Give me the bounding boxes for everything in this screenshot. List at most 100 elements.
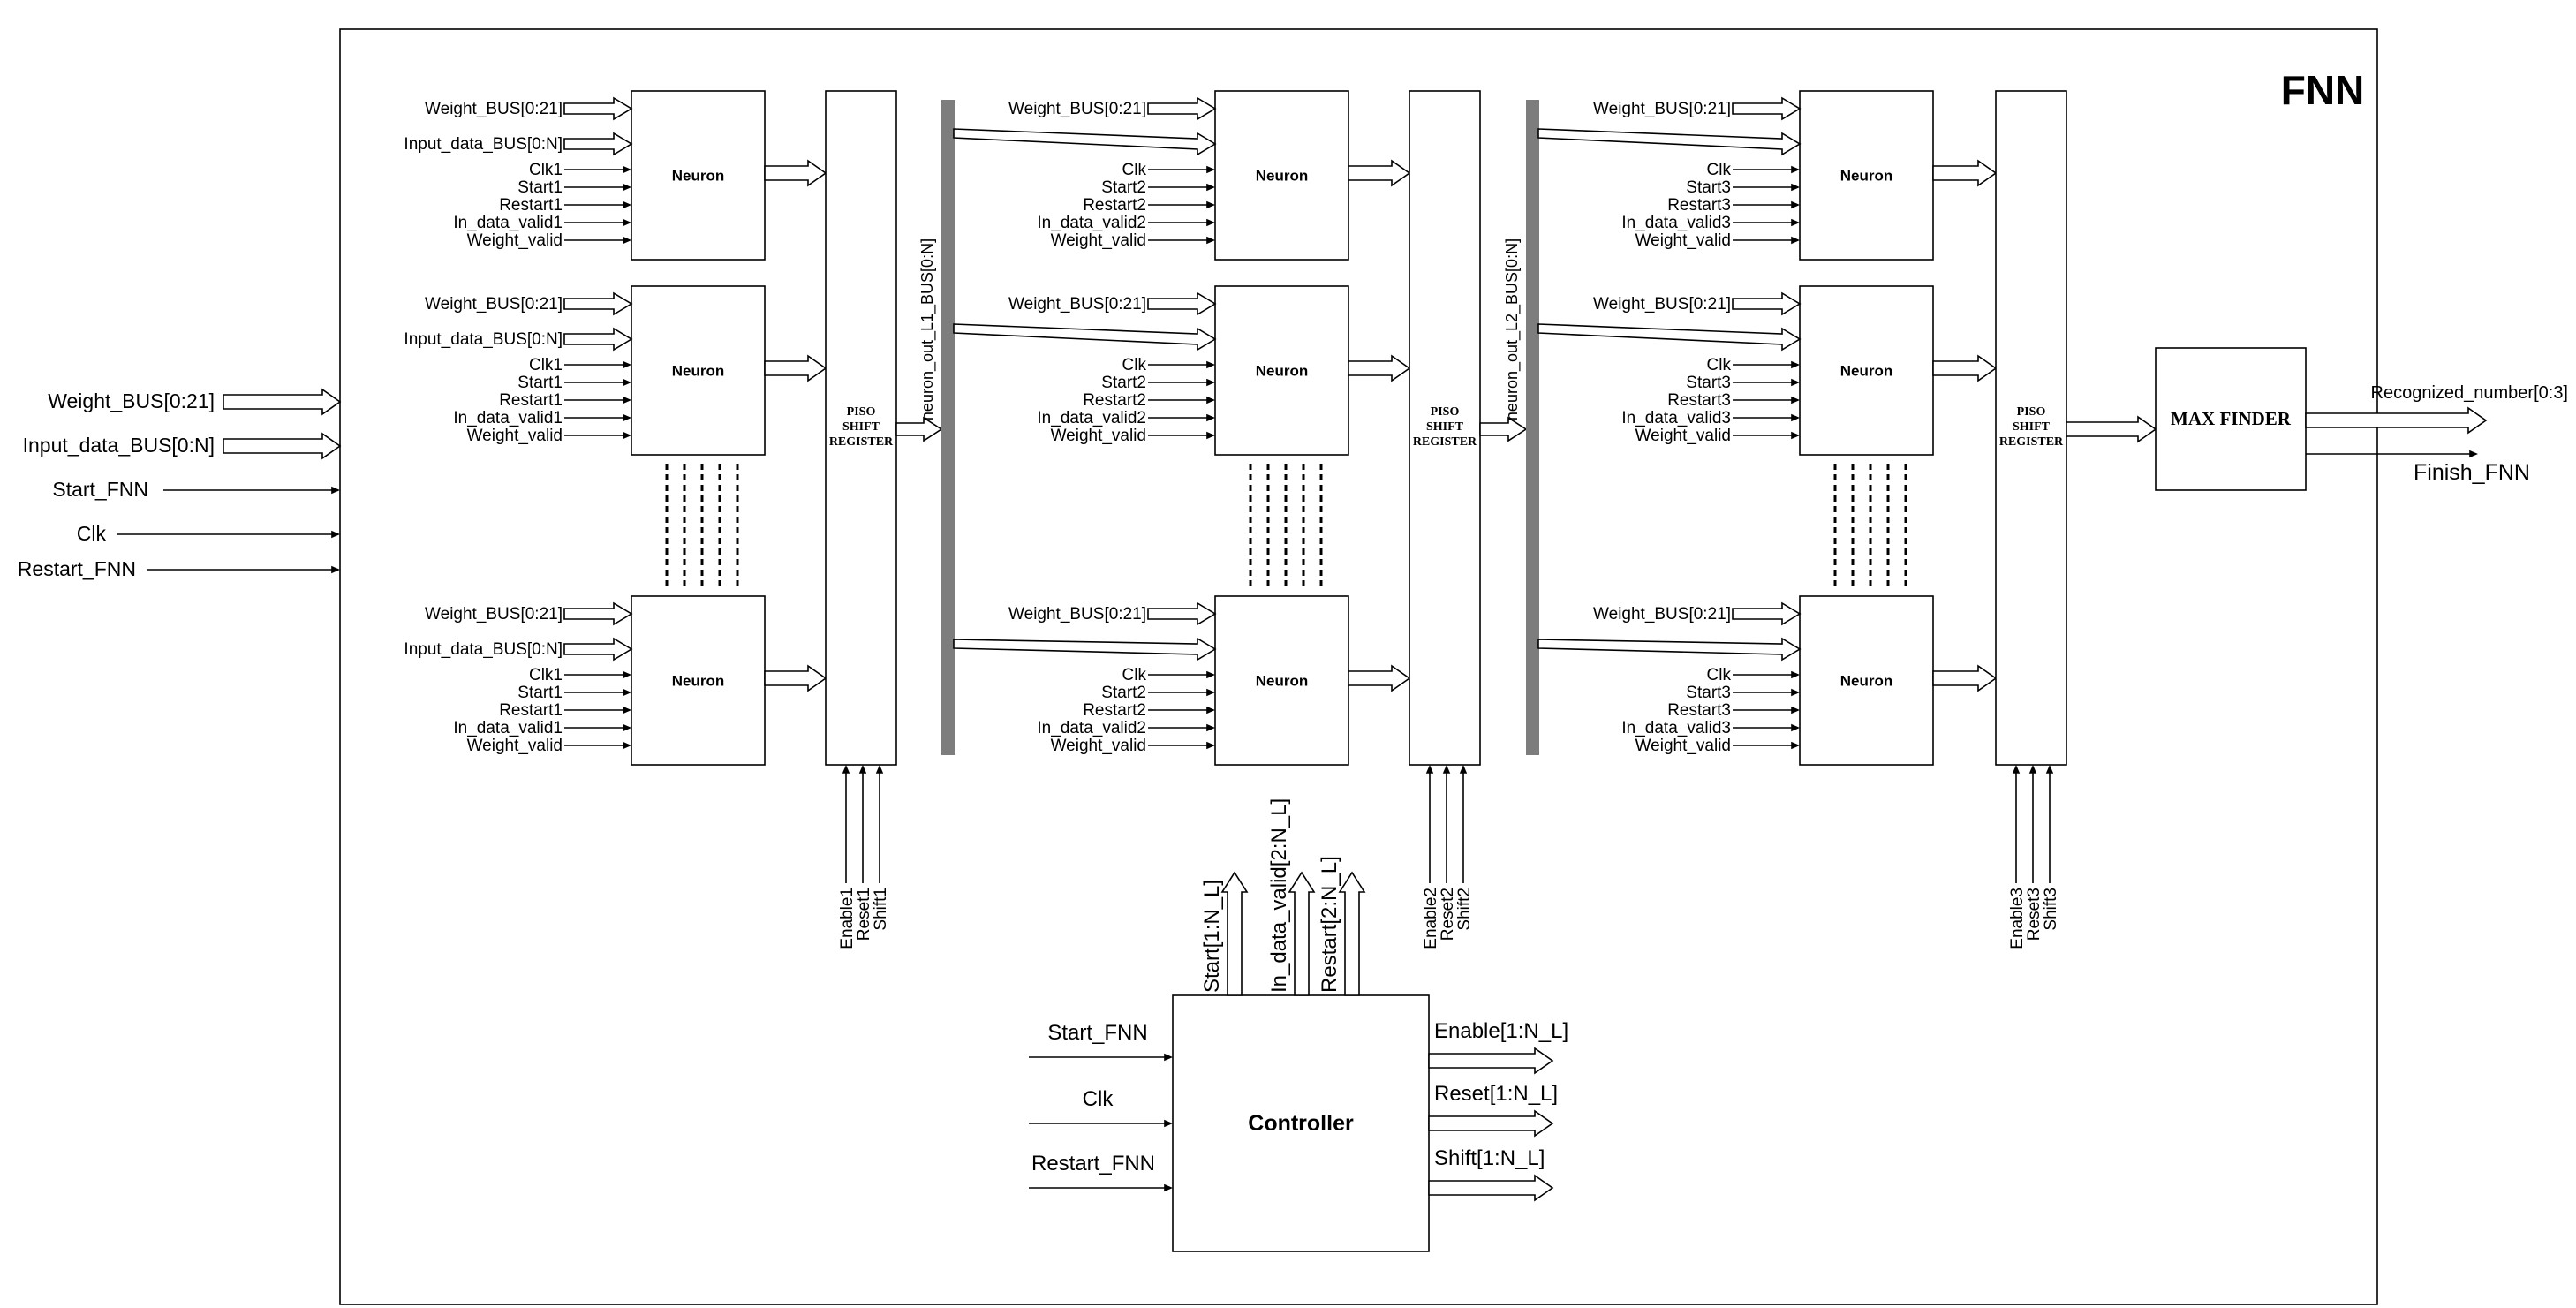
layer3-neuron2-input4-arrow-head xyxy=(1791,396,1800,404)
layer2-neuron2-input4-label: Restart2 xyxy=(1083,391,1146,410)
layer1-piso-control-2-label: Reset1 xyxy=(855,888,873,941)
controller-top-output-2-label: In_data_valid[2:N_L] xyxy=(1267,798,1291,993)
layer1-neuron1-input5-arrow-head xyxy=(623,218,631,227)
layer2-neuron3-input5-arrow-head xyxy=(1206,723,1215,732)
controller-input-1-arrow-head xyxy=(1164,1053,1173,1062)
finish-fnn-arrow-head xyxy=(2469,450,2478,458)
layer1-neuron2-input6-arrow-head xyxy=(623,431,631,440)
layer1-neuron1-input-data-label: Input_data_BUS[0:N] xyxy=(404,135,563,154)
layer3-neuron2-input5-arrow-head xyxy=(1791,413,1800,422)
layer3-neuron3-input4-label: Restart3 xyxy=(1667,701,1731,720)
layer1-neuron1-input3-label: Start1 xyxy=(517,178,563,197)
controller-top-output-3-label: Restart[2:N_L] xyxy=(1318,856,1341,993)
layer2-neuron2-input3-arrow-head xyxy=(1206,378,1215,387)
layer3-neuron2-weight-bus-arrow xyxy=(1732,291,1802,316)
layer1-neuron2-weight-bus-label: Weight_BUS[0:21] xyxy=(425,295,563,314)
layer3-neuron2-input5-label: In_data_valid3 xyxy=(1621,409,1731,427)
controller-input-2-label: Clk xyxy=(1083,1087,1114,1111)
layer1-piso-control-1-label: Enable1 xyxy=(838,888,857,949)
layer2-neuron1-input5-label: In_data_valid2 xyxy=(1037,214,1146,232)
layer3-neuron2-input6-arrow-head xyxy=(1791,431,1800,440)
controller-right-output-1-arrow xyxy=(1428,1047,1554,1075)
layer2-neuron1-input3-label: Start2 xyxy=(1101,178,1146,197)
layer2-neuron3-input4-arrow-head xyxy=(1206,706,1215,714)
layer1-neuron3-input-data-label: Input_data_BUS[0:N] xyxy=(404,640,563,659)
layer3-neuron1-out-arrow xyxy=(1932,159,1998,187)
layer1-neuron2-box xyxy=(631,285,766,456)
controller-right-output-1-label: Enable[1:N_L] xyxy=(1434,1019,1568,1043)
layer1-neuron2-label: Neuron xyxy=(672,363,725,380)
layer3-neuron2-input2-arrow-head xyxy=(1791,360,1800,369)
layer2-neuron2-input5-arrow-head xyxy=(1206,413,1215,422)
ext-weight-bus-arrow xyxy=(223,388,342,416)
layer3-neuron2-input6-label: Weight_valid xyxy=(1635,427,1731,445)
layer2-output-bus-bar xyxy=(1526,100,1539,755)
layer2-neuron3-label: Neuron xyxy=(1256,673,1309,690)
layer1-neuron1-box xyxy=(631,90,766,261)
layer1-neuron2-input2-label: Clk1 xyxy=(529,356,563,374)
controller-label: Controller xyxy=(1248,1111,1354,1136)
layer2-neuron1-input4-label: Restart2 xyxy=(1083,196,1146,215)
layer3-neuron3-input6-label: Weight_valid xyxy=(1635,737,1731,755)
layer2-neuron2-box xyxy=(1214,285,1349,456)
layer1-neuron2-input3-arrow-head xyxy=(623,378,631,387)
layer3-neuron3-weight-bus-arrow xyxy=(1732,601,1802,626)
layer2-neuron3-input2-label: Clk xyxy=(1122,666,1147,684)
layer1-neuron3-out-arrow xyxy=(764,664,827,692)
layer1-neuron1-weight-bus-label: Weight_BUS[0:21] xyxy=(425,100,563,118)
layer1-neuron3-input2-arrow-head xyxy=(623,670,631,679)
layer2-neuron1-input2-arrow-head xyxy=(1206,165,1215,174)
layer2-neuron3-weight-bus-label: Weight_BUS[0:21] xyxy=(1008,605,1146,624)
layer2-neuron2-weight-bus-arrow xyxy=(1147,291,1217,316)
ext-input-data-bus-label: Input_data_BUS[0:N] xyxy=(23,434,215,457)
layer2-neuron1-weight-bus-label: Weight_BUS[0:21] xyxy=(1008,100,1146,118)
layer3-neuron1-weight-bus-arrow xyxy=(1732,96,1802,121)
layer3-neuron3-out-arrow xyxy=(1932,664,1998,692)
layer1-neuron2-input6-label: Weight_valid xyxy=(467,427,563,445)
layer2-neuron3-out-arrow xyxy=(1348,664,1411,692)
layer3-piso-control-3-label: Shift3 xyxy=(2042,888,2060,931)
controller-input-2-arrow-head xyxy=(1164,1119,1173,1128)
layer3-neuron3-input5-label: In_data_valid3 xyxy=(1621,719,1731,737)
layer1-piso-box xyxy=(825,90,897,766)
layer2-neuron3-input6-arrow-head xyxy=(1206,741,1215,750)
layer3-piso-label-3: REGISTER xyxy=(1999,435,2064,449)
controller-top-output-1-arrow xyxy=(1220,871,1249,996)
ext-clk-arrow-head xyxy=(331,530,340,539)
layer3-piso-control-1-label: Enable3 xyxy=(2008,888,2027,949)
layer1-piso-control-1-arrow-head xyxy=(842,765,850,774)
layer3-neuron3-input3-arrow-head xyxy=(1791,688,1800,697)
layer2-neuron1-weight-bus-arrow xyxy=(1147,96,1217,121)
layer2-neuron2-input2-label: Clk xyxy=(1122,356,1147,374)
layer2-output-bus-label: neuron_out_L2_BUS[0:N] xyxy=(1503,238,1522,420)
layer1-neuron2-input-data-arrow xyxy=(563,327,633,352)
layer2-neuron2-input2-arrow-head xyxy=(1206,360,1215,369)
finish-fnn-label: Finish_FNN xyxy=(2414,460,2530,485)
layer2-neuron1-out-arrow xyxy=(1348,159,1411,187)
layer2-neuron3-input2-arrow-head xyxy=(1206,670,1215,679)
layer3-neuron1-input4-arrow-head xyxy=(1791,200,1800,209)
layer1-neuron2-input-data-label: Input_data_BUS[0:N] xyxy=(404,330,563,349)
layer1-neuron2-out-arrow xyxy=(764,354,827,382)
layer2-neuron2-out-arrow xyxy=(1348,354,1411,382)
layer3-neuron1-input6-arrow-head xyxy=(1791,236,1800,245)
layer2-piso-label-3: REGISTER xyxy=(1413,435,1477,449)
layer1-output-bus-bar xyxy=(941,100,955,755)
layer1-neuron3-label: Neuron xyxy=(672,673,725,690)
layer2-neuron3-input4-label: Restart2 xyxy=(1083,701,1146,720)
layer1-neuron1-weight-bus-arrow xyxy=(563,96,633,121)
layer2-piso-box xyxy=(1409,90,1481,766)
layer2-neuron3-input3-label: Start2 xyxy=(1101,684,1146,702)
layer2-neuron1-input6-label: Weight_valid xyxy=(1051,231,1146,250)
layer2-neuron1-input4-arrow-head xyxy=(1206,200,1215,209)
layer2-neuron2-bus-in-arrow xyxy=(953,323,1217,352)
controller-right-output-2-label: Reset[1:N_L] xyxy=(1434,1082,1558,1106)
layer1-neuron3-input3-arrow-head xyxy=(623,688,631,697)
layer3-neuron1-input6-label: Weight_valid xyxy=(1635,231,1731,250)
layer1-neuron3-input3-label: Start1 xyxy=(517,684,563,702)
layer3-neuron3-input6-arrow-head xyxy=(1791,741,1800,750)
layer2-piso-control-1-arrow-head xyxy=(1425,765,1434,774)
max-finder-label: MAX FINDER xyxy=(2171,408,2292,429)
